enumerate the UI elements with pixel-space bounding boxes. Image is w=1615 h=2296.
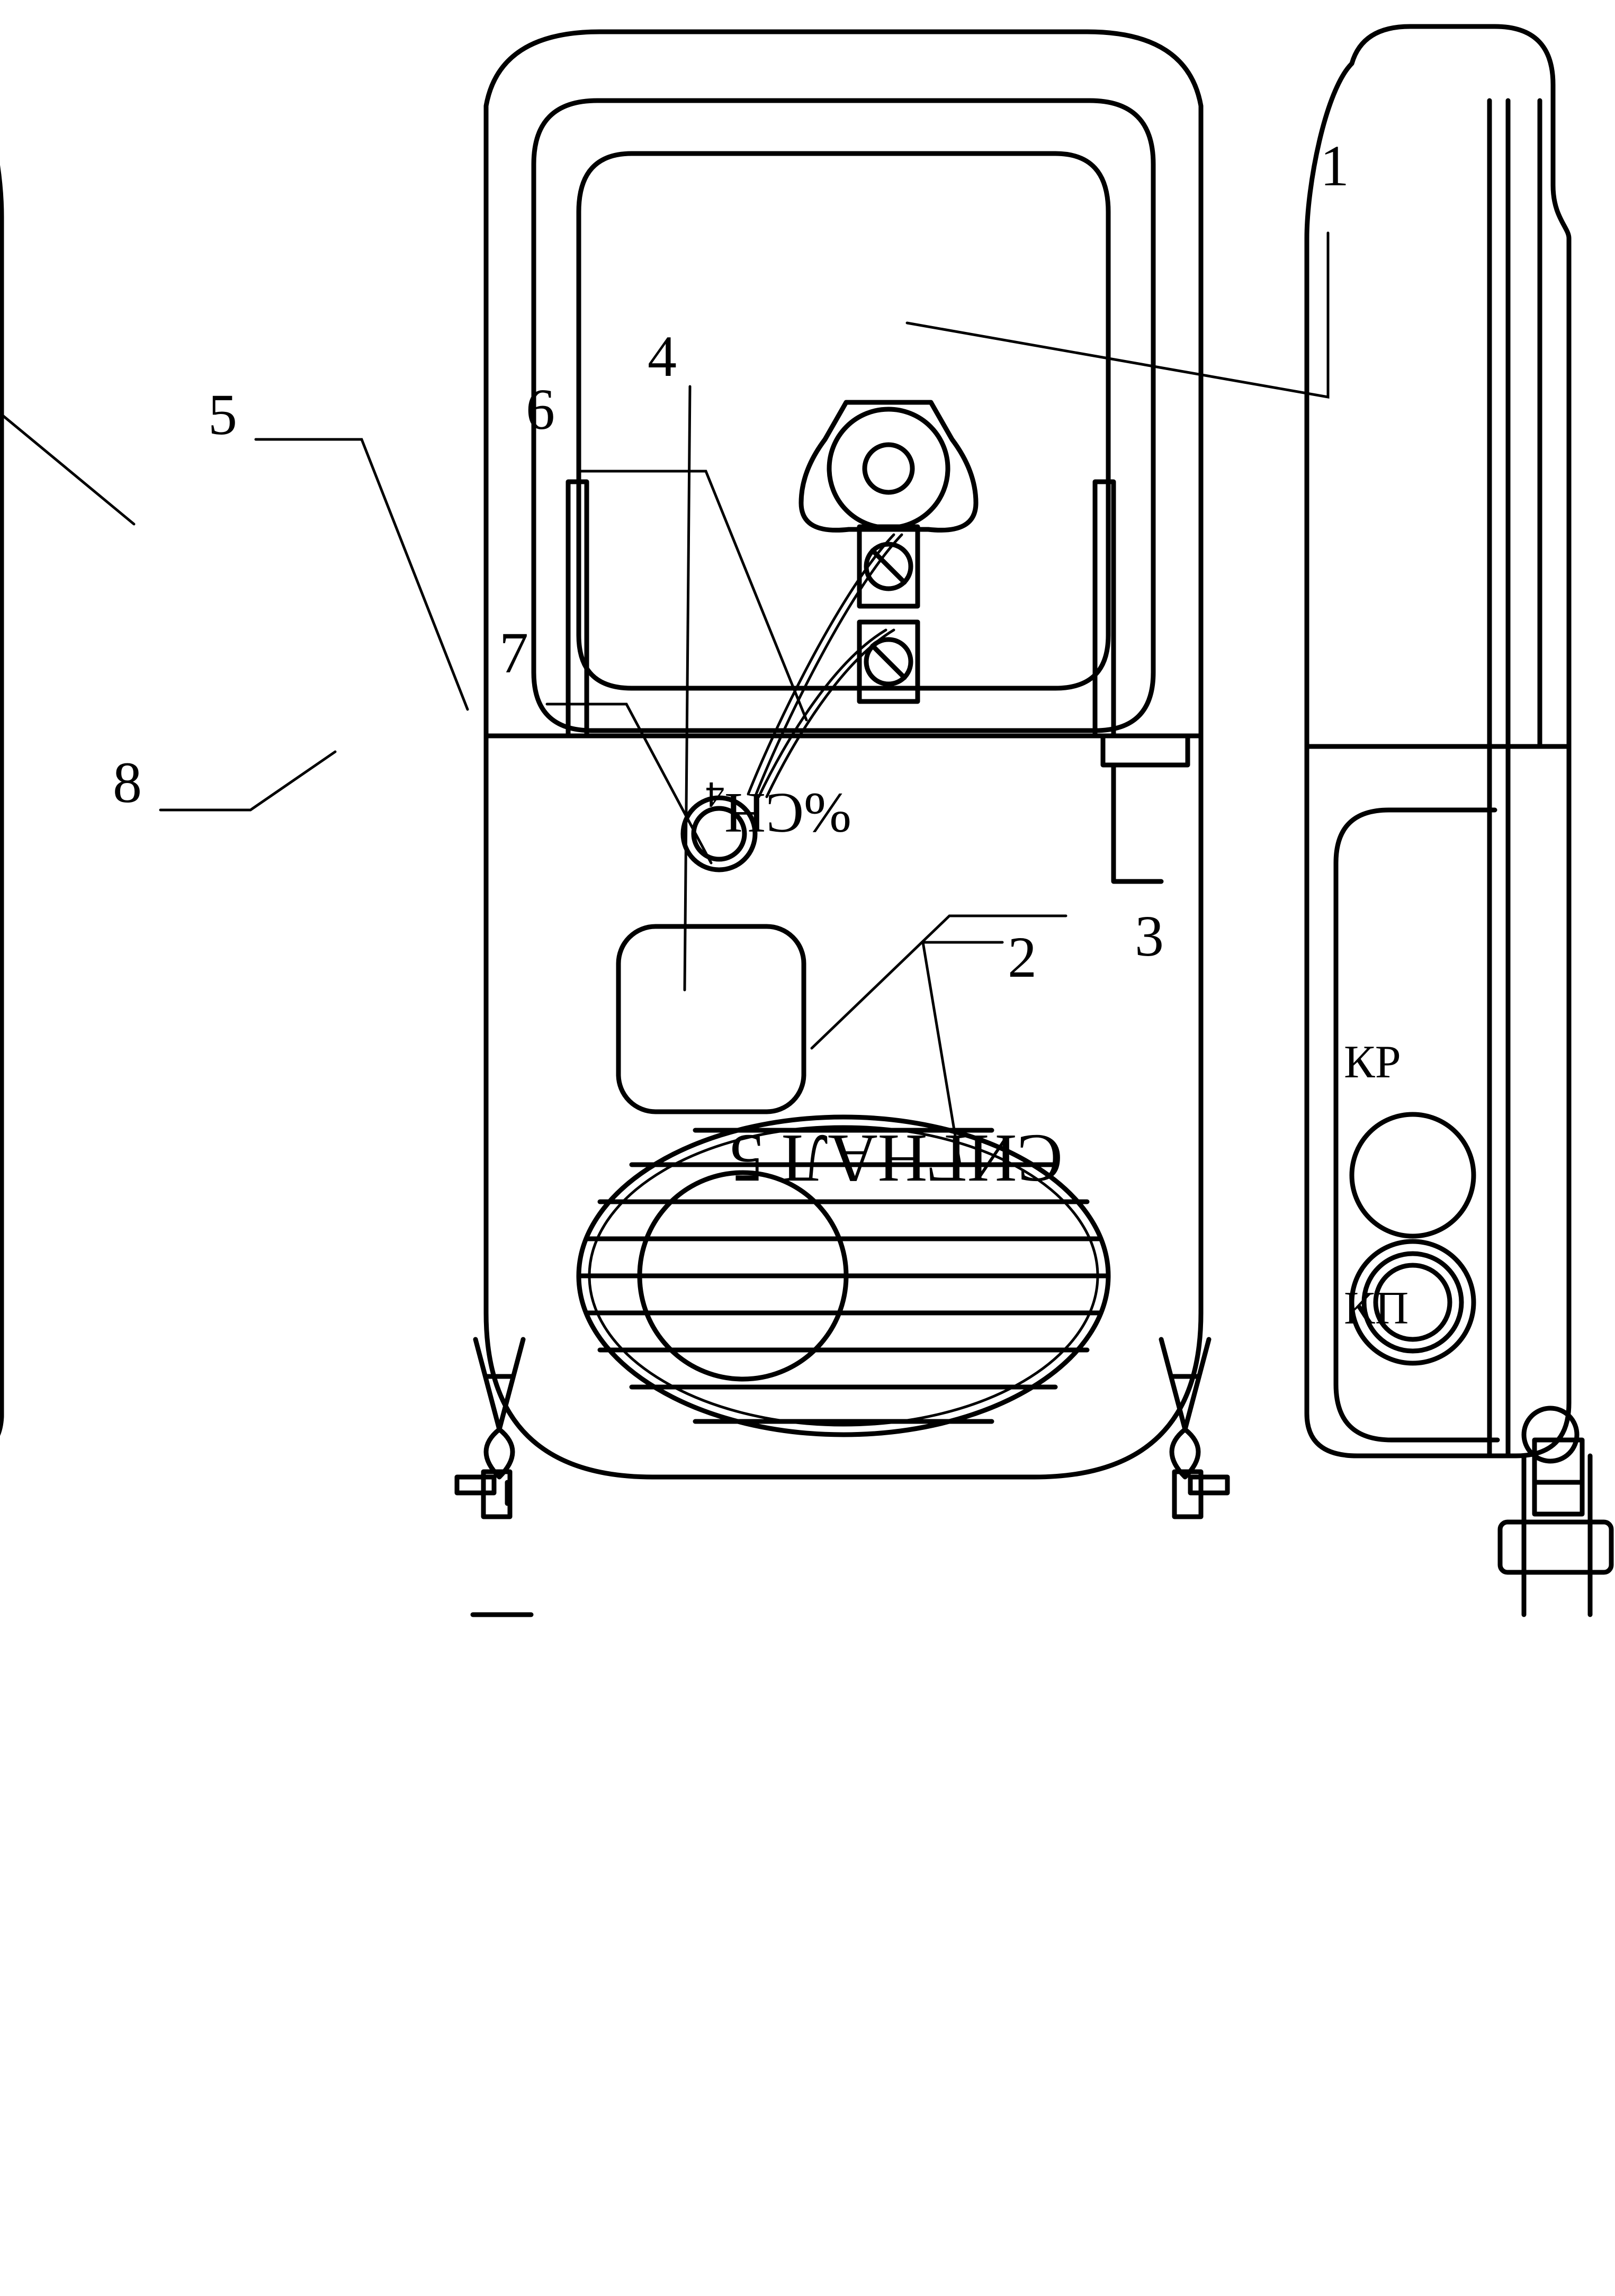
indicator-lamp xyxy=(691,806,747,862)
wire-2a xyxy=(747,533,895,796)
wire-1b xyxy=(765,628,895,798)
front-view-outline xyxy=(483,29,1204,1480)
terminal-block-1 xyxy=(857,619,920,704)
battery-compartment-inner xyxy=(576,151,1111,691)
leader-lines xyxy=(0,231,1330,1166)
leader-line-6 xyxy=(577,470,808,722)
display-window xyxy=(616,924,806,1114)
button-kp-label: КП xyxy=(1344,1283,1408,1334)
callout-5: 5 xyxy=(208,382,237,447)
sensor-housing xyxy=(827,407,950,530)
battery-clip xyxy=(1100,733,1190,768)
strap-ring xyxy=(1521,1406,1580,1464)
callout-1: 1 xyxy=(1320,133,1349,198)
leader-line-3 xyxy=(810,914,1067,1050)
callout-4: 4 xyxy=(648,324,677,389)
battery-contact-strip-left xyxy=(566,479,589,739)
terminal-screw-slot-2 xyxy=(870,548,907,585)
terminal-screw-1 xyxy=(864,637,913,687)
callout-8: 8 xyxy=(113,750,142,815)
battery-compartment xyxy=(531,98,1156,733)
speaker-opening xyxy=(576,1114,1111,1437)
top-view-outline xyxy=(1304,24,1572,1458)
button-kr-label: КР xyxy=(1344,1037,1401,1088)
terminal-screw-slot-1 xyxy=(870,643,907,680)
indicator-lamp-outer xyxy=(680,795,758,872)
gas-label-subscript: 4 xyxy=(706,774,724,815)
leader-line-7 xyxy=(545,703,713,865)
button-panel-recess xyxy=(1333,807,1500,1443)
callout-2: 2 xyxy=(1008,925,1037,989)
strap-hook-left xyxy=(454,1337,534,1617)
wire-2b xyxy=(755,533,903,796)
strap-clamp xyxy=(1497,1519,1614,1575)
strap-buckle xyxy=(1532,1437,1585,1517)
leader-line-4 xyxy=(683,385,692,992)
top-view: КП КР xyxy=(1304,24,1614,1617)
battery-contact-strip-right xyxy=(1092,479,1116,739)
strap-hook-right xyxy=(1159,1337,1230,1519)
leader-line-1 xyxy=(905,231,1330,399)
front-view: СИГНАЛ 5 %CH4 xyxy=(454,29,1230,1617)
wire-1a xyxy=(757,628,887,798)
leader-line-5 xyxy=(254,438,469,711)
sensor-opening xyxy=(862,442,915,495)
sensor-mount xyxy=(798,400,979,533)
callout-labels: 1 2 3 4 5 6 7 8 9 10 xyxy=(113,133,1349,989)
button-kp-inner-ring xyxy=(1373,1263,1452,1342)
section-view xyxy=(0,24,4,1458)
callout-7: 7 xyxy=(499,620,528,685)
button-kr xyxy=(1349,1112,1476,1239)
leader-line-9 xyxy=(0,395,136,526)
gas-label-prefix: %CH xyxy=(724,781,851,844)
battery-lead-trace xyxy=(1111,762,1164,884)
device-name-label: СИГНАЛ 5 xyxy=(730,1120,1063,1196)
leader-line-8 xyxy=(159,750,337,812)
button-kp-outer-ring xyxy=(1349,1239,1476,1366)
button-kp xyxy=(1361,1251,1464,1354)
callout-3: 3 xyxy=(1135,904,1164,968)
terminal-screw-2 xyxy=(864,542,913,591)
callout-6: 6 xyxy=(526,377,555,442)
gas-label: %CH4 xyxy=(706,774,851,844)
case-wall-hatched xyxy=(0,1003,4,1458)
